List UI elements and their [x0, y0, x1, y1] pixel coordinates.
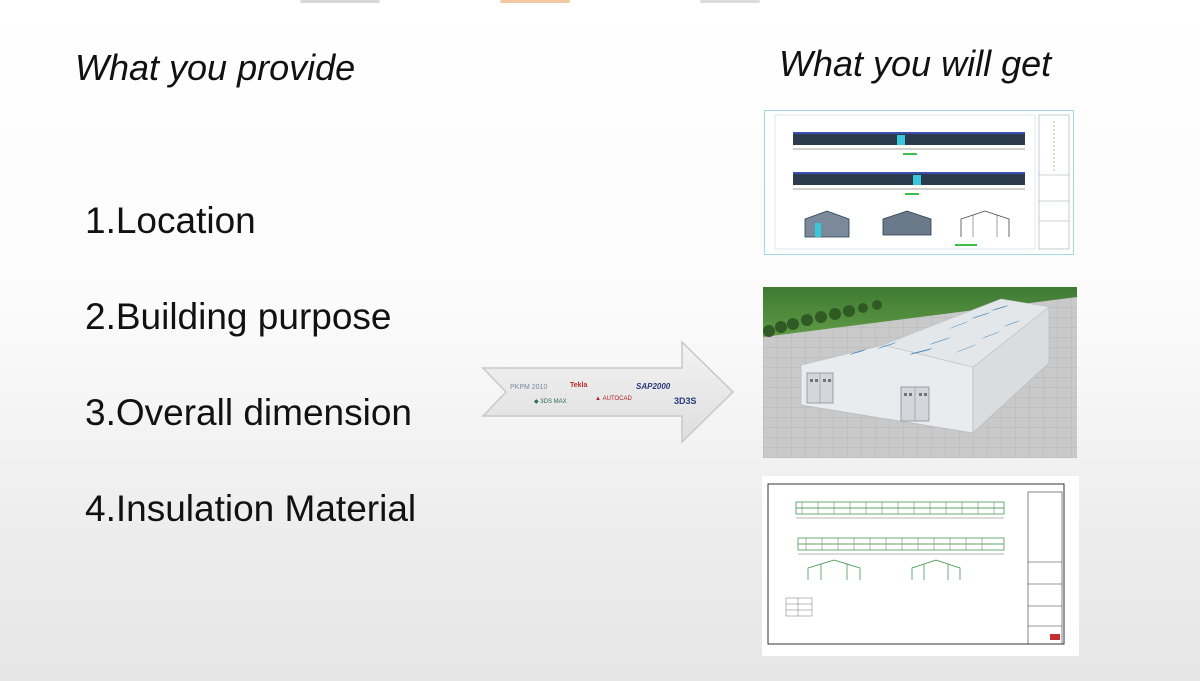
frame-drawing-svg — [767, 483, 1065, 645]
top-edge-marks — [0, 0, 1200, 6]
requirement-building-purpose: 2.Building purpose — [85, 296, 392, 337]
render-svg — [763, 287, 1077, 458]
requirement-location: 1.Location — [85, 200, 256, 241]
autocad-label: AUTOCAD — [602, 396, 632, 402]
pkpm-logo: PKPM 2010 — [510, 384, 548, 391]
sap2000-logo: SAP2000 — [636, 382, 671, 391]
requirement-insulation-material: 4.Insulation Material — [85, 488, 417, 529]
autocad-logo: ▲ AUTOCAD — [595, 396, 632, 402]
3d3s-logo: 3D3S — [674, 396, 697, 406]
structural-drawing-image — [764, 110, 1074, 255]
requirement-overall-dimension: 3.Overall dimension — [85, 392, 412, 433]
3dsmax-logo: ◆ 3DS MAX — [534, 399, 567, 405]
process-arrow: PKPM 2010 Tekla SAP2000 ◆ 3DS MAX ▲ AUTO… — [480, 340, 736, 444]
get-heading: What you will get — [779, 43, 1052, 84]
provide-heading: What you provide — [75, 47, 356, 88]
frame-drawing-image — [762, 476, 1079, 656]
3dsmax-label: 3DS MAX — [540, 399, 567, 405]
tekla-logo: Tekla — [570, 382, 588, 389]
elevation-drawing-svg — [774, 114, 1070, 250]
arrow-shape — [481, 340, 735, 444]
building-3d-render — [763, 287, 1077, 458]
